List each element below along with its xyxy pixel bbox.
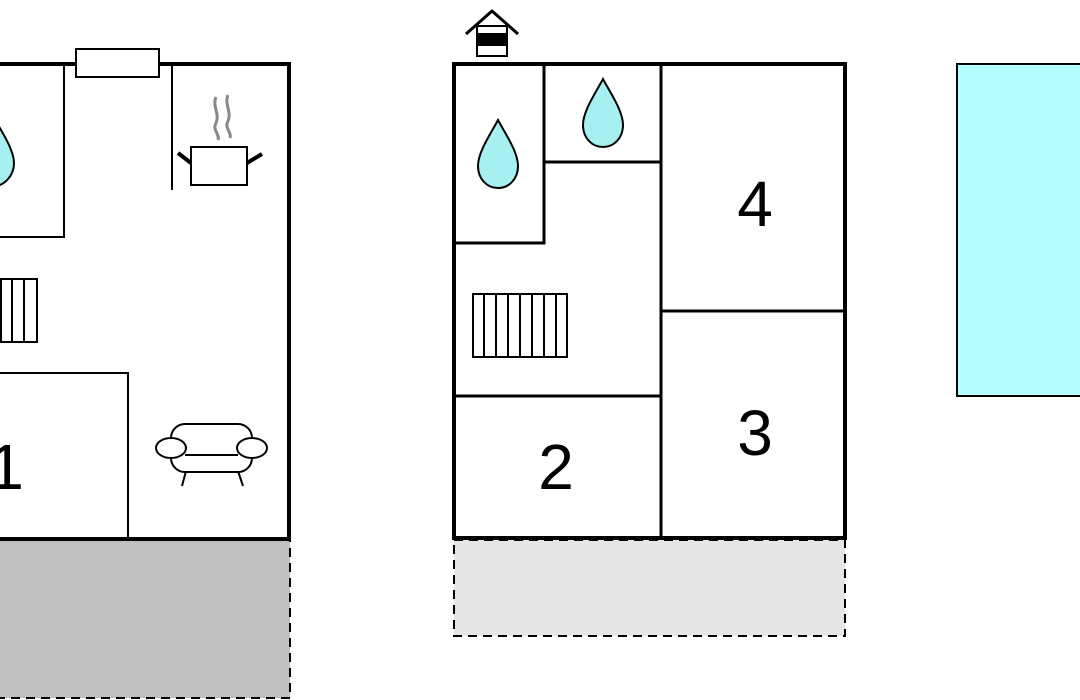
room-1-number: 1: [0, 431, 24, 503]
stairs-icon: [0, 278, 38, 343]
upper-floor-outer-wall: [452, 62, 847, 540]
stairs-icon: [472, 293, 568, 358]
upper-floor-plan: 4 3 2: [452, 9, 847, 637]
bathroom-drop-icon: [0, 126, 16, 186]
sofa-icon: [155, 423, 268, 487]
room-3-number: 3: [737, 397, 773, 469]
room-2-number: 2: [538, 431, 574, 503]
bathroom-drop-icon: [581, 76, 625, 149]
entrance-house-icon: [465, 9, 519, 57]
upper-floor-terrace: [453, 539, 846, 637]
window-icon: [75, 48, 160, 78]
bathroom-drop-icon: [476, 117, 520, 190]
ground-floor-room-1-wall: [0, 372, 129, 537]
ground-floor-terrace: [0, 539, 291, 699]
ground-floor-plan: 1: [0, 48, 291, 699]
ground-floor-bathroom-wall: [0, 66, 65, 238]
upper-floor-bathroom-1-wall: [454, 64, 546, 245]
swimming-pool: [956, 63, 1080, 397]
kitchen-pot-icon: [176, 94, 264, 186]
room-4-number: 4: [737, 168, 773, 240]
